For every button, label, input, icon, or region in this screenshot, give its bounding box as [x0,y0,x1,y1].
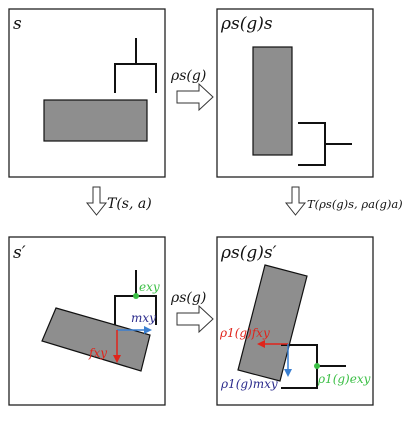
block-bottom-right [237,264,308,382]
gripper-top-left [114,38,157,93]
f-xy-arrow-head [113,355,121,363]
arrow-top-horizontal-shape [176,82,214,112]
panel-bottom-left: s′ exy mxy fxy [8,236,166,406]
arrow-right-vertical-shape [284,186,307,216]
arrow-top-horizontal: ρs(g) [170,68,214,112]
panel-top-right-frame [216,8,374,178]
contact-point-bottom-left [133,293,139,299]
arrow-bottom-horizontal-shape [176,304,214,334]
rho-f-arrow-head [257,340,265,348]
e-xy-label: exy [139,280,160,294]
block-bottom-left [41,307,151,372]
arrow-bottom-horizontal-label: ρs(g) [170,290,206,306]
m-xy-label: mxy [131,311,156,325]
block-top-right [252,46,293,156]
arrow-right-vertical-label: T(ρs(g)s, ρa(g)a) [307,197,403,211]
gripper-top-right [298,122,352,166]
rho-f-label: ρ1(g)fxy [219,326,270,340]
arrow-top-horizontal-label: ρs(g) [170,68,206,84]
arrow-right-vertical: T(ρs(g)s, ρa(g)a) [284,186,403,216]
rho-m-arrow-head [284,369,292,377]
panel-bottom-left-label: s′ [13,243,26,263]
rho-e-label: ρ1(g)exy [317,372,371,386]
block-top-left [43,99,148,142]
panel-top-right-label: ρs(g)s [220,14,273,34]
panel-top-right: ρs(g)s [216,8,374,178]
m-xy-arrow-head [144,326,152,334]
arrow-left-vertical-label: T(s, a) [107,196,152,212]
panel-top-left-label: s [13,14,22,34]
panel-top-left: s [8,8,166,178]
arrow-left-vertical: T(s, a) [85,186,152,216]
f-xy-label: fxy [88,346,107,360]
arrow-bottom-horizontal: ρs(g) [170,290,214,334]
panel-top-left-frame [8,8,166,178]
arrow-left-vertical-shape [85,186,108,216]
panel-bottom-right-label: ρs(g)s′ [220,243,277,263]
contact-point-bottom-right [314,363,320,369]
rho-m-label: ρ1(g)mxy [220,377,278,391]
panel-bottom-right: ρs(g)s′ ρ1(g)fxy ρ1(g)mxy ρ1(g)exy [216,236,374,406]
